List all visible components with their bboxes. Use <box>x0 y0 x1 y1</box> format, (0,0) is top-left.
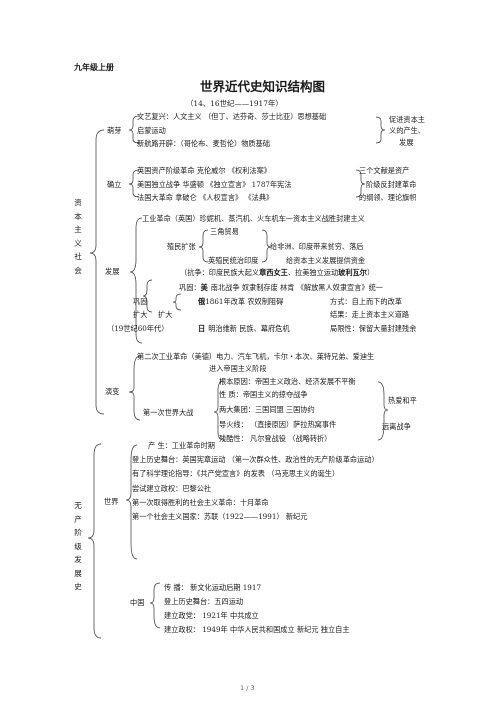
world-line5: 第一次取得胜利的社会主义革命：十月革命 <box>132 498 269 507</box>
page-number: 1 / 3 <box>240 684 255 692</box>
queen-name: 章西女王 <box>259 268 288 277</box>
queli-label: 确立 <box>107 180 122 189</box>
yanbian-brace <box>128 355 141 421</box>
wwi-nature: 性 质：帝国主义的掠夺战争 <box>219 390 308 399</box>
mengya-label: 萌芽 <box>107 126 122 135</box>
reform-limitation: 局限性：保留大量封建残余 <box>330 324 417 333</box>
japan-line: 日明治维新 民族、幕府危机 <box>198 324 290 333</box>
wwi-hope: 热爱和平 <box>388 396 417 405</box>
kuoda-brace <box>172 293 182 311</box>
proletariat-vertical-label: 无产阶级发展史 <box>74 501 82 591</box>
colonial-result: 给非洲、印度带来贫穷、落后 <box>270 242 364 251</box>
queli-line1: 英国资产阶级革命 克伦威尔 《权利法案》 <box>137 166 271 175</box>
reform-result: 结果：走上资本主义道路 <box>330 310 410 319</box>
wwi-root-cause: 根本原因：帝国主义政治、经济发展不平衡 <box>219 377 356 386</box>
proletariat-brace <box>87 443 102 639</box>
gonggu-label: 巩固 <box>133 297 148 306</box>
jp-char: 日 <box>198 324 206 333</box>
wwi-cruelty: 残酷性： 凡尔登战役 （战略转折） <box>219 434 332 443</box>
wwi-label: 第一次世界大战 <box>143 408 194 417</box>
queli-line3: 法国大革命 拿破仑 《人权宣言》 《法典》 <box>137 193 274 202</box>
china-line4: 建立政权： 1949年 中华人民共和国成立 新纪元 独立自主 <box>164 625 350 634</box>
world-line6: 第一个社会主义国家：苏联（1922——1991） 新纪元 <box>132 512 308 521</box>
queli-result3: 的纲领、理论旗帜 <box>359 193 417 202</box>
queli-line2: 美国独立战争 华盛顿 《独立宣言》 1787年宪法 <box>137 180 292 189</box>
wwi-oppose: 远离战争 <box>382 422 411 431</box>
colonial-expansion: 殖民扩张 <box>167 242 196 251</box>
mengya-result-brace <box>375 116 386 144</box>
yanbian-label: 演变 <box>105 387 120 396</box>
wwi-blocs: 两大集团：三国同盟 三国协约 <box>219 405 315 414</box>
bolivar-name: 玻利瓦尔 <box>338 268 367 277</box>
ru-char: 俄 <box>198 297 206 306</box>
page-subtitle: （14、16世纪——1917年） <box>186 99 283 108</box>
kuoda-label-2: 扩大 <box>158 310 173 319</box>
yanbian-line1: 第二次工业革命（美德）电力、汽车飞机，卡尔・本次、莱特兄弟、爱迪生 <box>137 352 375 361</box>
india-rule: 英殖民统治印度 <box>208 256 259 265</box>
gonggu-line: 巩固：美南北战争 奴隶制存废 林肯 《解放黑人奴隶宣言》统一 <box>179 283 383 292</box>
yanbian-line2: 进入帝国主义阶段 <box>209 364 267 373</box>
grade-label: 九年级上册 <box>74 63 114 72</box>
wwi-result-brace <box>377 381 389 441</box>
capitalism-brace <box>89 129 105 415</box>
china-label: 中国 <box>130 598 145 607</box>
triangle-trade: 三角贸易 <box>210 227 239 236</box>
page-title: 世界近代史知识结构图 <box>200 79 326 94</box>
queli-result2: 阶级反封建革命 <box>366 180 417 189</box>
world-line3: 有了科学理论指导：《共产党宣言》的发表 （马克思主义的诞生） <box>132 469 340 478</box>
mengya-line2: 启蒙运动 <box>137 126 166 135</box>
mengya-line1: 文艺复兴：人文主义 （但丁、达芬奇、莎士比亚）思想基础 <box>137 112 327 121</box>
queli-result1: 三个文献是资产 <box>359 166 410 175</box>
capitalism-vertical-label: 资本主义社会 <box>74 198 82 275</box>
world-line2: 登上历史舞台：英国宪章运动 （第一次群众性、政治性的无产阶级革命运动） <box>132 455 379 464</box>
resistance-line: （抗争：印度民族大起义章西女王、拉美独立运动玻利瓦尔） <box>180 268 375 277</box>
fazhan-line1: 工业革命（英国）珍妮机、蒸汽机、火车机车一资本主义战胜封建主义 <box>142 214 365 223</box>
period-label: （19世纪60年代） <box>107 324 169 333</box>
kuoda-label: 扩大 <box>133 310 148 319</box>
china-line2: 登上历史舞台：五四运动 <box>164 597 244 606</box>
mengya-result1: 促进资本主 <box>389 115 425 124</box>
world-line1: 产 生：工业革命时期 <box>148 441 215 450</box>
gonggu-brace <box>142 279 153 313</box>
wwi-fuse: 导火线： （直接原因）萨拉热窝事件 <box>219 420 337 429</box>
capital-source: 给资本主义发展提供资金 <box>286 256 366 265</box>
mengya-result2: 义的产生、 <box>389 126 425 135</box>
fazhan-label: 发展 <box>105 267 120 276</box>
china-line3: 建立政党： 1921年 中共成立 <box>164 611 259 620</box>
mengya-result3: 发展 <box>399 138 414 147</box>
colonial-brace <box>198 229 209 263</box>
world-label: 世界 <box>104 497 119 506</box>
mengya-line3: 新航路开辟：（哥伦布、麦哲伦）物质基础 <box>137 139 270 148</box>
world-line4: 尝试建立政权：巴黎公社 <box>132 484 212 493</box>
russia-line: 俄1861年改革 农奴制阻碍 <box>198 297 284 306</box>
china-brace <box>149 582 161 629</box>
russia-method: 方式：自上而下的改革 <box>330 297 402 306</box>
us-char: 美 <box>200 283 208 292</box>
china-line1: 传 播： 新文化运动后期 1917 <box>164 583 262 592</box>
